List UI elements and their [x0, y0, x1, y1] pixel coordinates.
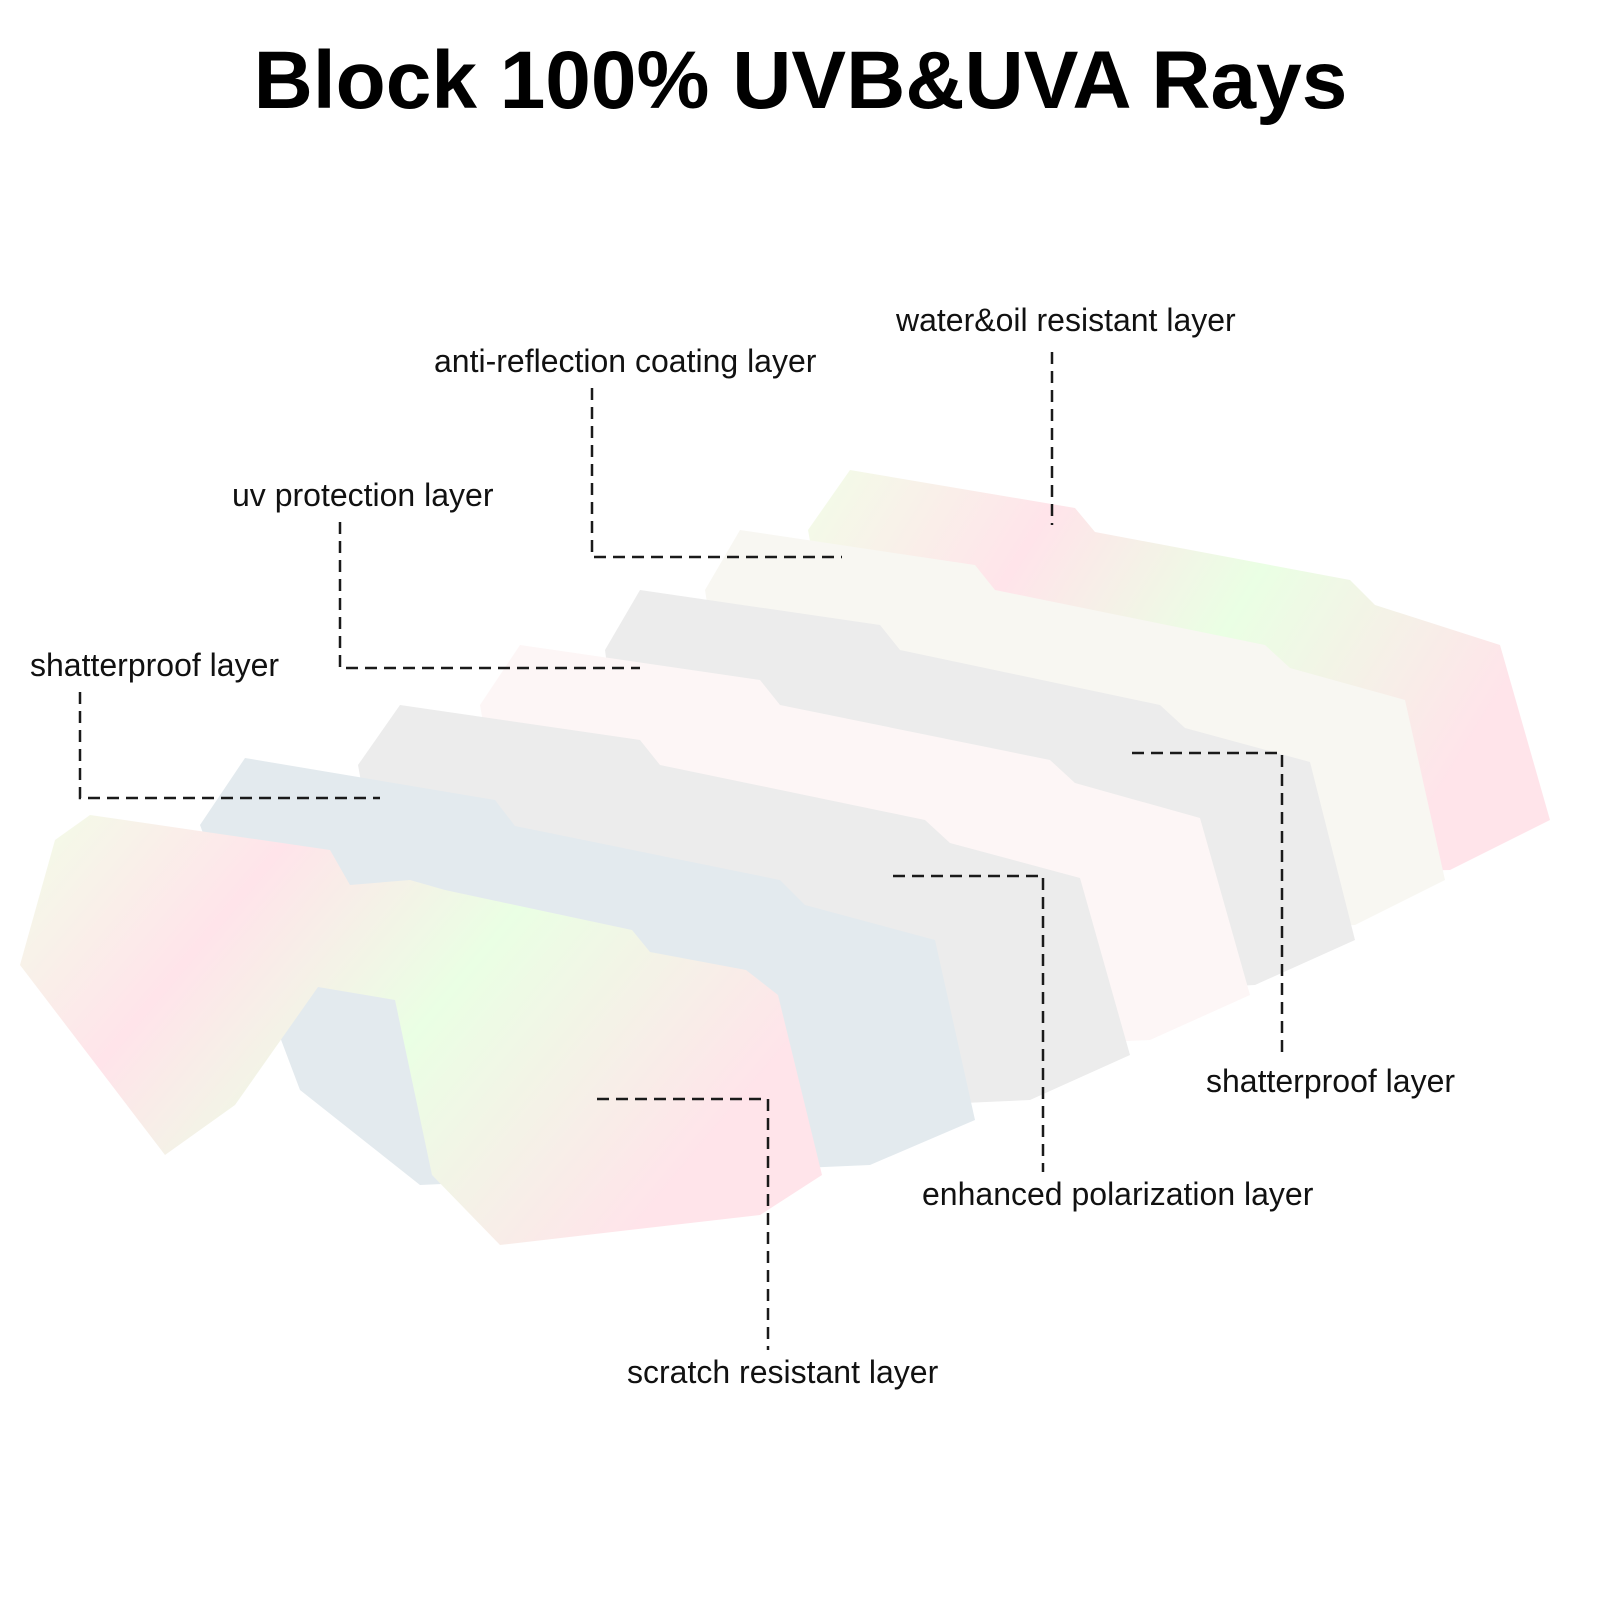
leader-uv-protection	[338, 522, 640, 670]
lens-layer-scratch-resistant	[20, 815, 822, 1245]
leader-scratch-resistant	[597, 1097, 770, 1350]
leader-shatterproof-left	[78, 692, 380, 800]
label-uv-protection-layer: uv protection layer	[232, 477, 494, 513]
page-title: Block 100% UVB&UVA Rays	[253, 35, 1348, 126]
leader-enhanced-polarization	[893, 874, 1045, 1172]
lens-layers	[20, 470, 1550, 1245]
label-scratch-resistant-layer: scratch resistant layer	[627, 1354, 939, 1390]
label-shatterproof-layer-right: shatterproof layer	[1206, 1063, 1456, 1099]
leader-shatterproof-right	[1132, 751, 1284, 1052]
leader-lines	[78, 352, 1284, 1350]
label-enhanced-polarization-layer: enhanced polarization layer	[922, 1176, 1314, 1212]
label-shatterproof-layer-left: shatterproof layer	[30, 647, 280, 683]
label-water-oil-resistant-layer: water&oil resistant layer	[896, 302, 1236, 338]
label-anti-reflection-coating-layer: anti-reflection coating layer	[434, 343, 817, 379]
leader-anti-reflection	[590, 388, 842, 559]
